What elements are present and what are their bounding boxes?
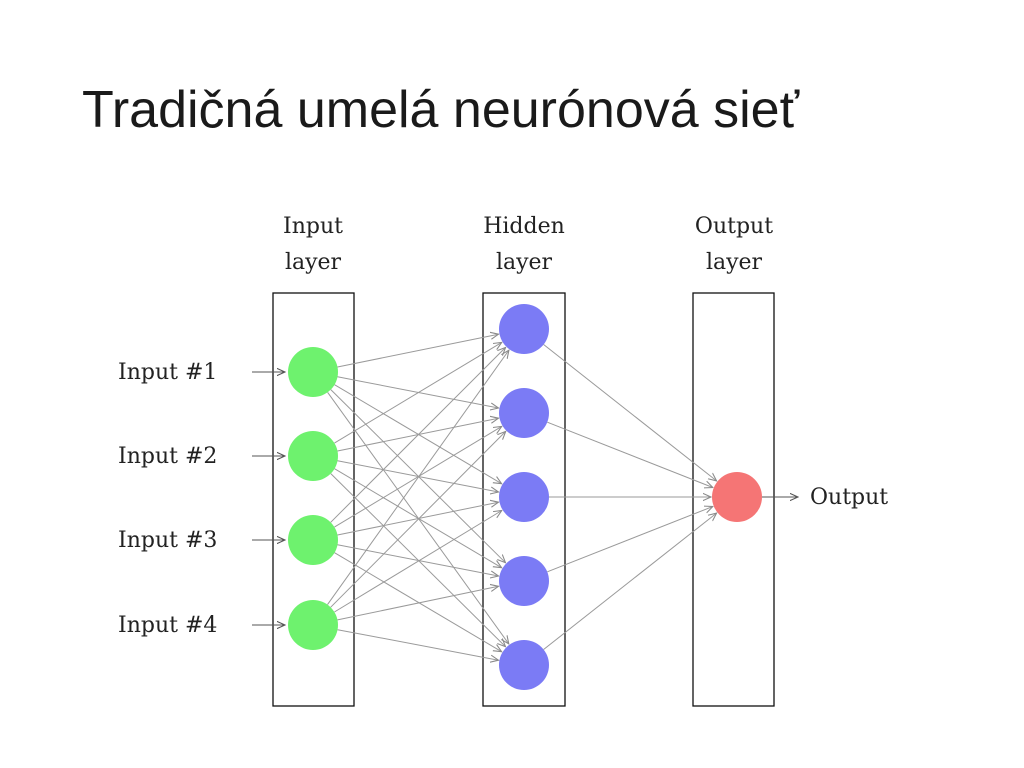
edge-input-2-hidden-1 xyxy=(334,342,501,444)
edge-input-3-hidden-5 xyxy=(334,552,502,652)
input-node-3 xyxy=(288,515,338,565)
hidden-node-3 xyxy=(499,472,549,522)
input-2-label: Input #2 xyxy=(118,444,217,469)
hidden-node-2 xyxy=(499,388,549,438)
edge-input-4-hidden-2 xyxy=(330,431,506,608)
edge-input-4-hidden-1 xyxy=(327,350,509,605)
hidden-layer-title-line2: layer xyxy=(496,250,553,275)
edge-input-4-hidden-4 xyxy=(337,586,499,621)
input-4-label: Input #4 xyxy=(118,613,217,638)
edge-hidden-2-output xyxy=(547,421,713,487)
output-label: Output xyxy=(810,485,888,510)
edge-input-4-hidden-5 xyxy=(337,629,499,661)
input-node-2 xyxy=(288,431,338,481)
edge-input-3-hidden-3 xyxy=(337,502,499,536)
output-node xyxy=(712,472,762,522)
output-layer-title-line1: Output xyxy=(695,214,773,239)
edge-input-4-hidden-3 xyxy=(334,511,501,613)
slide-title: Tradičná umelá neurónová sieť xyxy=(82,81,800,139)
edge-hidden-4-output xyxy=(547,507,713,573)
output-layer-title-line2: layer xyxy=(706,250,763,275)
edge-input-1-hidden-1 xyxy=(337,334,499,368)
edge-input-3-hidden-1 xyxy=(330,347,506,523)
hidden-node-4 xyxy=(499,556,549,606)
input-3-label: Input #3 xyxy=(118,528,217,553)
edge-hidden-1-output xyxy=(543,344,717,481)
hidden-node-5 xyxy=(499,640,549,690)
input-node-1 xyxy=(288,347,338,397)
output-layer-box xyxy=(692,292,775,707)
input-node-4 xyxy=(288,600,338,650)
connection-edges xyxy=(327,334,717,661)
input-1-label: Input #1 xyxy=(118,360,217,385)
input-layer-title-line2: layer xyxy=(285,250,342,275)
hidden-node-1 xyxy=(499,304,549,354)
edge-hidden-5-output xyxy=(543,513,717,650)
input-layer-title-line1: Input xyxy=(283,214,343,239)
hidden-layer-box xyxy=(482,292,566,707)
hidden-layer-title-line1: Hidden xyxy=(483,214,565,239)
edge-input-3-hidden-4 xyxy=(337,544,499,576)
